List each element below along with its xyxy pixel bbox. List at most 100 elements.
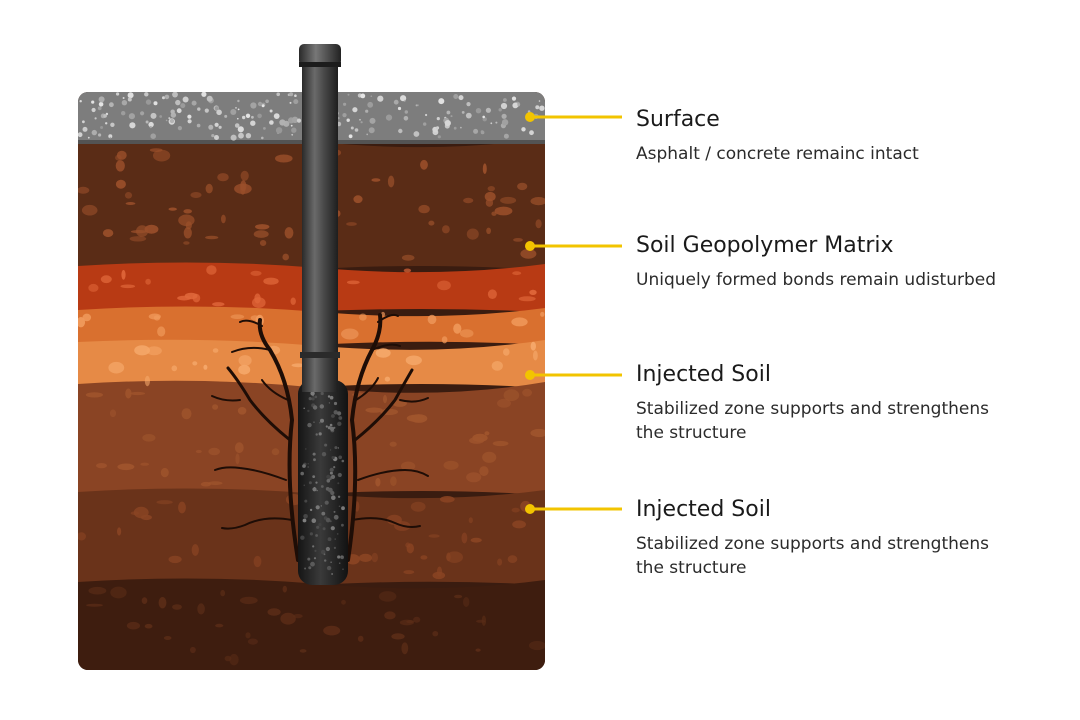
- soil-pebble: [441, 336, 448, 344]
- soil-pebble: [453, 323, 462, 334]
- soil-pebble: [208, 447, 220, 456]
- surface-aggregate-chip: [398, 128, 403, 134]
- soil-pebble: [522, 388, 532, 397]
- soil-pebble: [115, 179, 126, 189]
- grout-speckle: [329, 471, 333, 475]
- soil-pebble: [346, 222, 357, 226]
- surface-aggregate-chip: [512, 102, 519, 109]
- soil-pebble: [459, 329, 474, 338]
- soil-pebble: [158, 597, 167, 609]
- surface-aggregate-chip: [450, 115, 453, 118]
- surface-aggregate-chip: [269, 120, 274, 125]
- soil-pebble: [484, 191, 496, 202]
- soil-pebble: [383, 395, 387, 404]
- soil-pebble: [446, 551, 463, 563]
- grout-speckle: [336, 533, 339, 535]
- surface-aggregate-chip: [208, 124, 214, 130]
- soil-pebble: [375, 348, 391, 358]
- soil-pebble: [468, 517, 473, 524]
- grout-speckle: [318, 523, 322, 527]
- surface-aggregate-chip: [293, 99, 299, 105]
- soil-pebble: [482, 451, 497, 463]
- grout-speckle: [307, 409, 310, 413]
- grout-speckle: [342, 568, 344, 570]
- soil-pebble: [254, 293, 261, 304]
- soil-pebbles: [78, 148, 545, 666]
- surface-aggregate-chip: [347, 93, 350, 96]
- surface-aggregate-chip: [116, 92, 120, 96]
- grout-speckle: [327, 487, 333, 493]
- surface-aggregate-chip: [370, 95, 373, 97]
- leader-lines: [525, 112, 622, 514]
- surface-aggregate-chip: [103, 114, 107, 118]
- surface-aggregate-chip: [290, 124, 293, 127]
- soil-pebble: [486, 227, 491, 234]
- surface-aggregate-chip: [145, 99, 152, 105]
- soil-pebble: [115, 154, 122, 161]
- soil-pebble: [240, 170, 249, 181]
- surface-aggregate-chip: [461, 111, 465, 114]
- surface-aggregate-chip: [196, 123, 201, 128]
- surface-aggregate-chip: [162, 96, 165, 100]
- grout-speckle: [308, 397, 312, 401]
- grout-speckle: [331, 456, 335, 460]
- grout-speckle: [338, 455, 343, 460]
- soil-pebble: [403, 570, 415, 575]
- soil-pebble: [267, 608, 281, 616]
- soil-pebble: [235, 453, 240, 465]
- surface-aggregate-chip: [436, 117, 440, 121]
- soil-pebble: [454, 594, 463, 599]
- surface-aggregate-chip: [465, 112, 472, 119]
- grout-speckle: [326, 565, 332, 571]
- surface-aggregate-chip: [473, 128, 479, 134]
- soil-pebble: [461, 532, 468, 544]
- surface-aggregate-chip: [289, 101, 292, 104]
- label-title: Surface: [636, 107, 720, 132]
- surface-aggregate-chip: [458, 95, 464, 101]
- soil-pebble: [195, 449, 202, 454]
- soil-pebble: [160, 467, 169, 478]
- grout-speckle: [329, 467, 334, 472]
- soil-pebble: [389, 441, 397, 447]
- soil-pebble: [81, 204, 98, 216]
- soil-pebble: [184, 292, 198, 300]
- soil-pebble: [341, 599, 346, 605]
- surface-aggregate-chip: [245, 113, 251, 119]
- surface-aggregate-chip: [127, 92, 134, 99]
- soil-pebble: [511, 317, 528, 327]
- soil-pebble: [413, 616, 421, 623]
- surface-aggregate-chip: [251, 115, 254, 119]
- grout-speckle: [319, 422, 321, 424]
- surface-aggregate-chip: [148, 121, 154, 128]
- grout-speckle: [329, 426, 335, 431]
- soil-pebble: [229, 653, 239, 666]
- soil-pebble: [518, 296, 536, 302]
- surface-aggregate-chip: [444, 120, 451, 127]
- soil-pebble: [134, 345, 151, 356]
- surface-aggregate-chip: [425, 113, 428, 117]
- grout-speckle: [324, 559, 327, 562]
- soil-pebble: [428, 534, 440, 538]
- surface-aggregate-chip: [348, 134, 353, 139]
- soil-pebble: [259, 240, 267, 246]
- soil-pebble: [410, 501, 426, 512]
- surface-aggregate-chip: [289, 92, 294, 97]
- soil-pebble: [406, 620, 414, 624]
- soil-pebble: [163, 636, 172, 640]
- surface-aggregate-chip: [172, 92, 178, 98]
- grout-speckle: [337, 495, 341, 498]
- leader-dot-matrix: [525, 241, 535, 251]
- surface-aggregate-chip: [393, 99, 399, 105]
- grout-speckle: [312, 475, 316, 478]
- soil-pebble: [290, 297, 296, 305]
- surface-aggregate-chip: [369, 117, 376, 124]
- grout-speckle: [303, 484, 306, 487]
- soil-pebble: [238, 364, 251, 375]
- soil-pebble: [443, 460, 459, 470]
- soil-pebble: [117, 463, 135, 471]
- soil-pebble: [253, 555, 262, 568]
- soil-pebble: [237, 407, 247, 415]
- grout-speckle: [337, 447, 340, 449]
- surface-aggregate-chip: [127, 97, 132, 102]
- soil-pebble: [88, 283, 99, 292]
